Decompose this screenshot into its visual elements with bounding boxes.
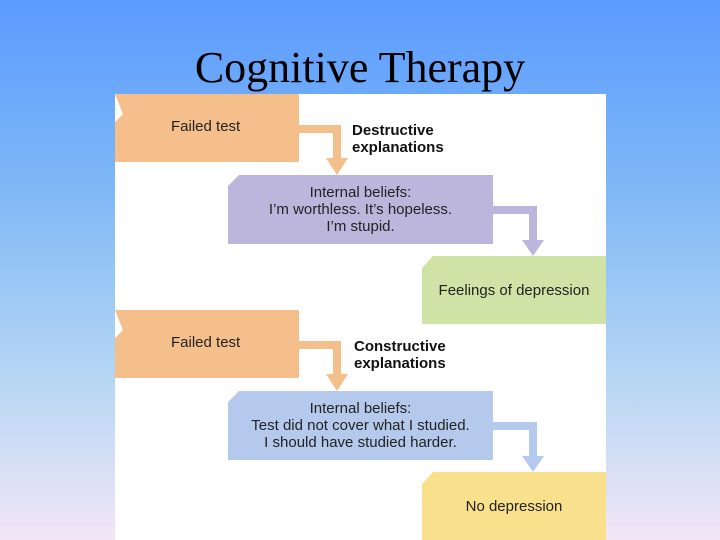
internal-beliefs-text-top: Internal beliefs: I’m worthless. It’s ho… [268,184,453,235]
destructive-explanations-label: Destructive explanations [352,122,444,156]
outcome-box-top [422,256,606,324]
arrow-beliefs-to-outcome-top [493,206,544,256]
arrow-event-to-beliefs-bottom [299,341,348,391]
failed-test-label-top: Failed test [171,118,241,135]
beliefs-box-bottom [228,391,493,460]
beliefs-box-top [228,175,493,244]
diagram-panel: Failed test Destructive explanations Int… [115,94,606,540]
constructive-explanations-label: Constructive explanations [354,338,446,372]
outcome-box-bottom [422,472,606,540]
arrow-beliefs-to-outcome-bottom [493,422,544,472]
failed-test-box-top [115,94,299,162]
arrow-event-to-beliefs-top [299,125,348,175]
internal-beliefs-text-bottom: Internal beliefs: Test did not cover wha… [251,400,470,451]
diagram-shapes [115,94,606,540]
feelings-of-depression-label: Feelings of depression [438,281,590,299]
no-depression-label: No depression [465,497,563,515]
failed-test-box-bottom [115,310,299,378]
failed-test-label-bottom: Failed test [171,334,241,351]
slide-title: Cognitive Therapy [194,43,526,92]
